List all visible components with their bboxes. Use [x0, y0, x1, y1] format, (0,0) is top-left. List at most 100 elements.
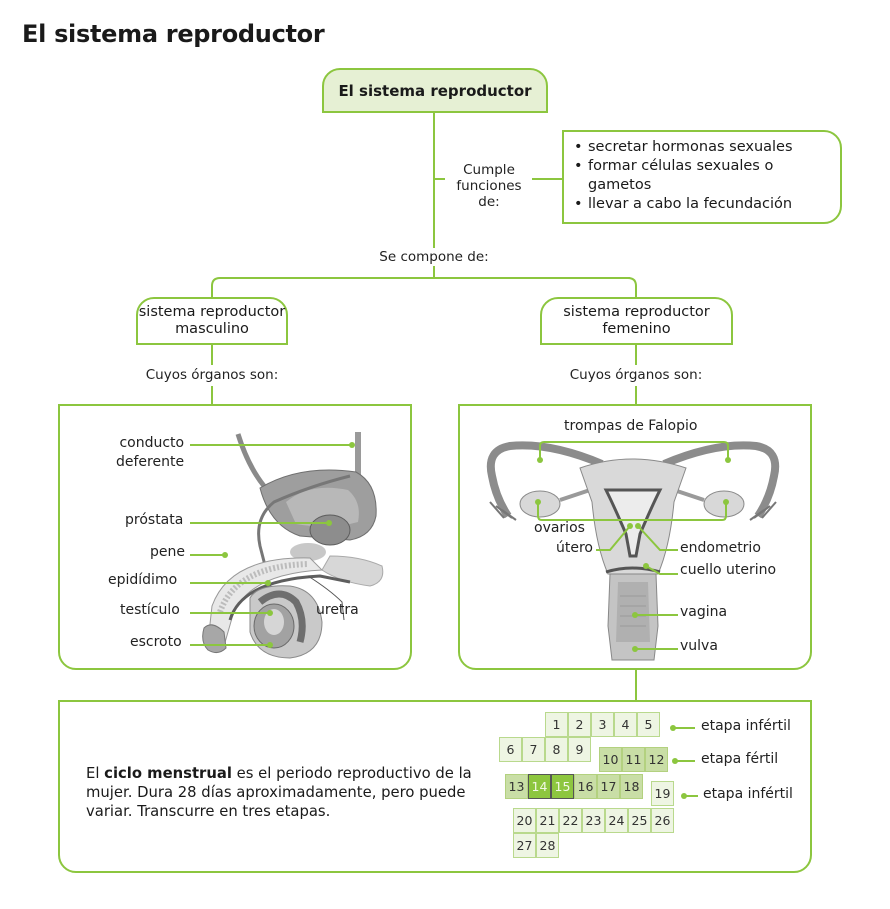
pointer-trompas-bracket: [537, 441, 731, 463]
male-down-line-2: [211, 386, 213, 404]
stage-dot-2: [672, 758, 678, 764]
female-organs-connector: Cuyos órganos son:: [569, 367, 703, 383]
calendar-day-23: 23: [582, 808, 605, 833]
pointer-dot-escroto: [267, 642, 273, 648]
stage-label-infertile-1: etapa infértil: [701, 718, 791, 734]
cycle-connector-line: [635, 670, 637, 700]
functions-connector-line1: Cumple: [463, 162, 515, 178]
cycle-description: El ciclo menstrual es el periodo reprodu…: [86, 764, 506, 821]
calendar-day-22: 22: [559, 808, 582, 833]
calendar-day-7: 7: [522, 737, 545, 762]
split-corners: [211, 277, 637, 297]
pointer-dot-vulva: [632, 646, 638, 652]
female-system-node: sistema reproductor femenino: [540, 297, 733, 345]
label-uretra: uretra: [316, 602, 359, 618]
male-title-line2: masculino: [175, 321, 249, 337]
functions-branch-left: [433, 178, 445, 180]
function-item: secretar hormonas sexuales: [572, 138, 832, 157]
cycle-text-prefix: El: [86, 765, 105, 782]
page-title: El sistema reproductor: [22, 20, 325, 48]
functions-list: secretar hormonas sexuales formar célula…: [572, 138, 832, 214]
root-node: El sistema reproductor: [322, 68, 548, 113]
label-pene: pene: [150, 544, 185, 560]
calendar-day-8: 8: [545, 737, 568, 762]
pointer-vulva: [635, 648, 678, 650]
functions-branch-right: [532, 178, 562, 180]
female-down-line-2: [635, 386, 637, 404]
stage-pointer-3: [684, 795, 698, 797]
calendar-day-1: 1: [545, 712, 568, 737]
function-item: llevar a cabo la fecundación: [572, 195, 832, 214]
calendar-day-17: 17: [597, 774, 620, 799]
label-conducto-deferente: conducto deferente: [116, 435, 185, 470]
stage-label-infertile-2: etapa infértil: [703, 786, 793, 802]
label-ovarios: ovarios: [534, 520, 585, 536]
pointer-escroto: [190, 644, 270, 646]
label-utero: útero: [556, 540, 593, 556]
pointer-prostata: [190, 522, 330, 524]
label-epididimo: epidídimo: [108, 572, 178, 588]
calendar-day-4: 4: [614, 712, 637, 737]
calendar-day-12: 12: [645, 747, 668, 772]
calendar-day-2: 2: [568, 712, 591, 737]
cycle-text-suffix: es el periodo reproductivo de la mujer. …: [86, 765, 472, 820]
calendar-day-26: 26: [651, 808, 674, 833]
pointer-dot-prostata: [326, 520, 332, 526]
composition-horizontal-line: [220, 277, 630, 279]
female-organs-box: trompas de Falopio ovarios útero endomet…: [458, 404, 812, 670]
male-organs-box: conducto deferente próstata pene epidídi…: [58, 404, 412, 670]
pointer-dot-epididimo: [265, 580, 271, 586]
pointer-cuello-uterino: [643, 563, 678, 575]
calendar-day-25: 25: [628, 808, 651, 833]
calendar-day-15: 15: [551, 774, 574, 799]
pointer-conducto-deferente: [190, 444, 352, 446]
calendar-day-27: 27: [513, 833, 536, 858]
calendar-day-18: 18: [620, 774, 643, 799]
pointer-vagina: [635, 614, 678, 616]
pointer-pene: [190, 554, 225, 556]
calendar-day-6: 6: [499, 737, 522, 762]
pointer-ovarios-bracket: [535, 499, 729, 521]
pointer-dot-testiculo: [267, 610, 273, 616]
pointer-utero: [596, 523, 633, 551]
pointer-epididimo: [190, 582, 268, 584]
calendar-day-11: 11: [622, 747, 645, 772]
calendar-day-5: 5: [637, 712, 660, 737]
calendar-day-24: 24: [605, 808, 628, 833]
male-organs-connector: Cuyos órganos son:: [145, 367, 279, 383]
calendar-day-13: 13: [505, 774, 528, 799]
calendar-day-19: 19: [651, 781, 674, 806]
label-prostata: próstata: [125, 512, 184, 528]
stage-label-fertile: etapa fértil: [701, 751, 779, 767]
stage-pointer-2: [675, 760, 695, 762]
calendar-day-20: 20: [513, 808, 536, 833]
pointer-dot-vagina: [632, 612, 638, 618]
pointer-dot-conducto: [349, 442, 355, 448]
calendar-day-9: 9: [568, 737, 591, 762]
calendar-day-21: 21: [536, 808, 559, 833]
calendar-day-10: 10: [599, 747, 622, 772]
pointer-endometrio: [635, 523, 678, 551]
functions-connector-line2: funciones de:: [456, 178, 522, 210]
male-system-node: sistema reproductor masculino: [136, 297, 288, 345]
functions-connector-label: Cumple funciones de:: [445, 162, 533, 210]
stage-pointer-1: [673, 727, 695, 729]
calendar-day-14: 14: [528, 774, 551, 799]
female-down-line-1: [635, 345, 637, 365]
female-title-line1: sistema reproductor: [563, 304, 710, 320]
pointer-testiculo: [190, 612, 270, 614]
composition-trunk-line: [433, 266, 435, 278]
male-anatomy-illustration: [202, 432, 384, 659]
functions-box: secretar hormonas sexuales formar célula…: [562, 130, 842, 224]
male-down-line-1: [211, 345, 213, 365]
male-title-line1: sistema reproductor: [138, 304, 286, 320]
calendar-day-3: 3: [591, 712, 614, 737]
cycle-text-bold: ciclo menstrual: [104, 765, 232, 782]
function-item: formar células sexuales o gametos: [572, 157, 832, 195]
label-escroto: escroto: [130, 634, 182, 650]
female-title-line2: femenino: [602, 321, 671, 337]
calendar-day-16: 16: [574, 774, 597, 799]
composition-connector-label: Se compone de:: [379, 249, 489, 265]
label-trompas-falopio: trompas de Falopio: [564, 418, 698, 434]
label-vulva: vulva: [680, 638, 718, 654]
